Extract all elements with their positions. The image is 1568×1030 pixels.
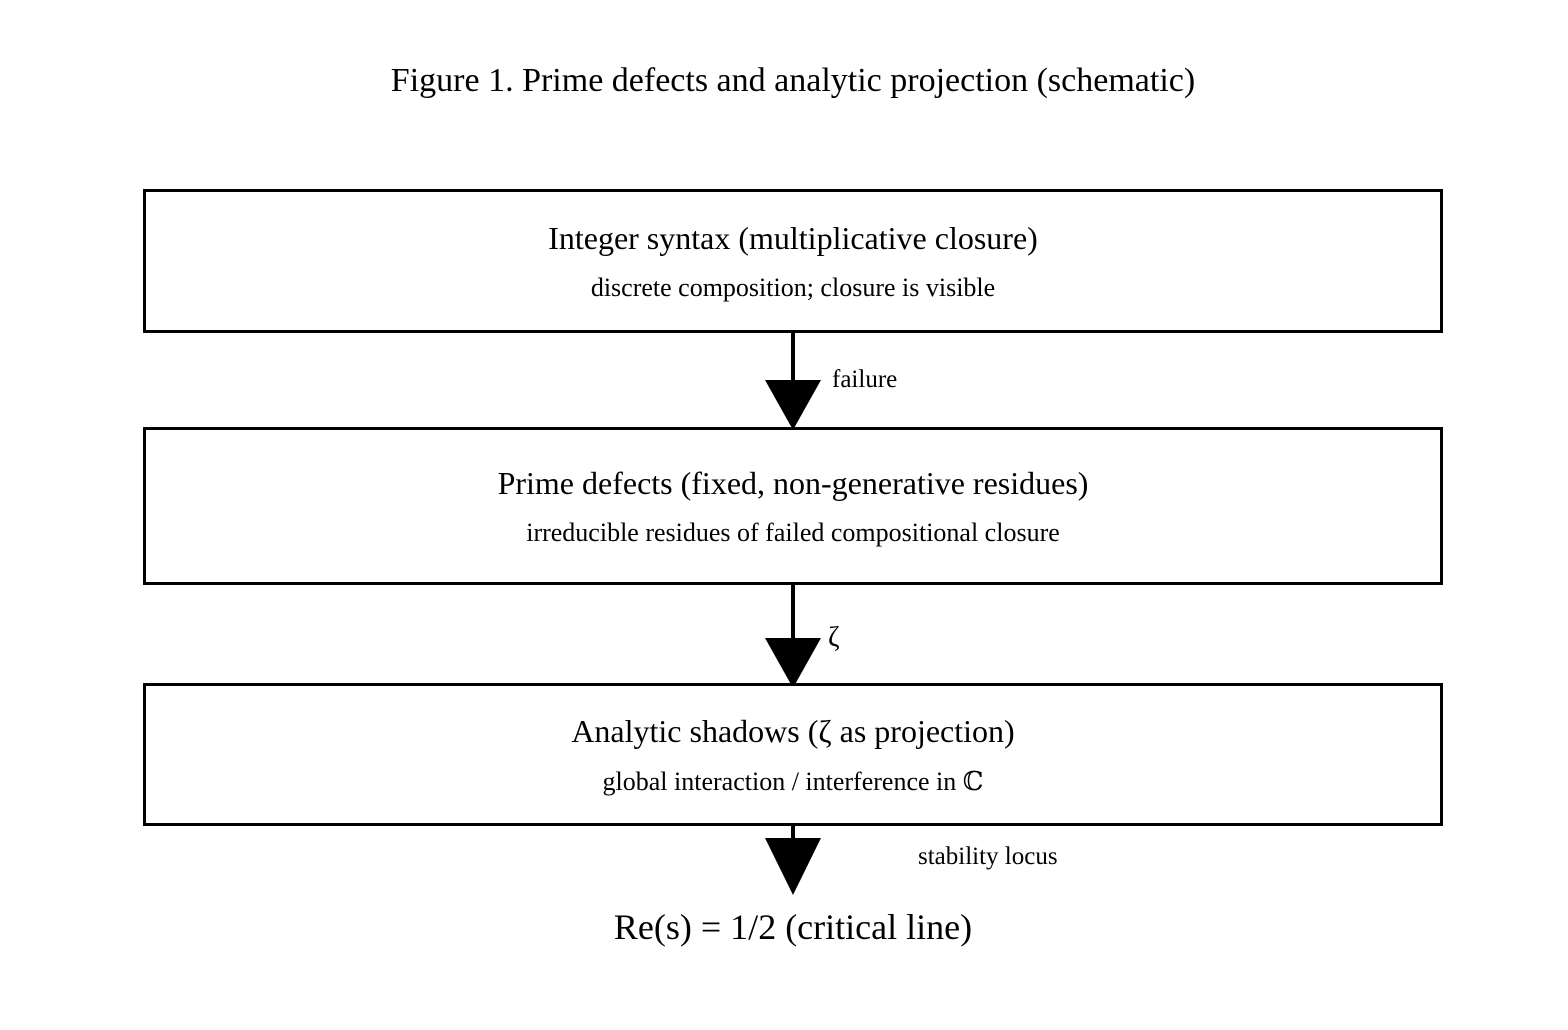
box-analytic-shadows-subtitle: global interaction / interference in ℂ <box>602 766 984 796</box>
box-prime-defects-subtitle: irreducible residues of failed compositi… <box>526 518 1060 548</box>
box-integer-syntax: Integer syntax (multiplicative closure) … <box>143 189 1443 333</box>
arrow-stability-stem <box>791 826 795 841</box>
arrow-label-zeta: ζ <box>828 622 840 653</box>
arrow-zeta-stem <box>791 585 795 641</box>
arrow-label-stability-locus: stability locus <box>918 843 1058 870</box>
box-prime-defects-heading: Prime defects (fixed, non-generative res… <box>497 464 1089 501</box>
box-integer-syntax-subtitle: discrete composition; closure is visible <box>590 273 996 303</box>
arrow-down-icon <box>765 838 821 895</box>
box-prime-defects: Prime defects (fixed, non-generative res… <box>143 427 1443 585</box>
box-integer-syntax-heading: Integer syntax (multiplicative closure) <box>548 219 1038 256</box>
arrow-failure-stem <box>791 333 795 383</box>
arrow-down-icon <box>765 380 821 430</box>
arrow-down-icon <box>765 638 821 688</box>
terminal-critical-line-text: Re(s) = 1/2 (critical line) <box>613 907 973 947</box>
figure-title: Figure 1. Prime defects and analytic pro… <box>390 62 1196 99</box>
box-analytic-shadows-heading: Analytic shadows (ζ as projection) <box>571 713 1015 750</box>
box-analytic-shadows: Analytic shadows (ζ as projection) globa… <box>143 683 1443 826</box>
arrow-label-failure: failure <box>832 366 898 393</box>
